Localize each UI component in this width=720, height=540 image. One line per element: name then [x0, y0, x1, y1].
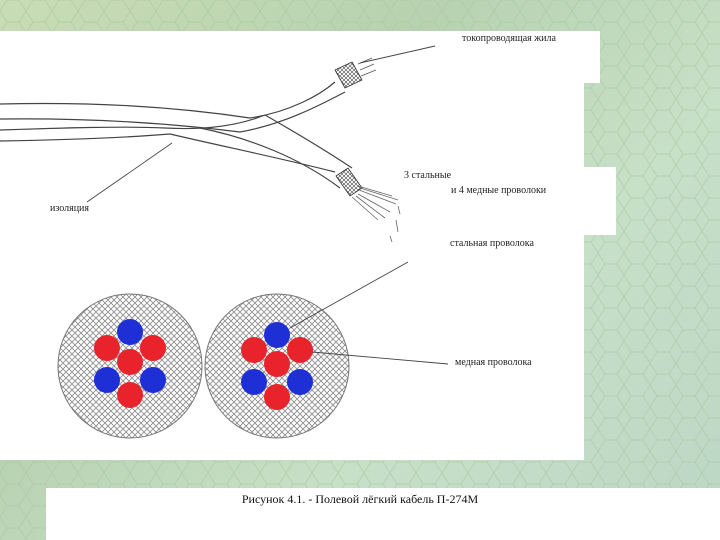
cross-section-left	[57, 293, 203, 439]
copper-wire-leader-line	[311, 351, 449, 365]
copper-wire	[140, 335, 166, 361]
copper-wire	[241, 337, 267, 363]
steel-wire	[117, 319, 143, 345]
label-wires-line2: и 4 медные проволоки	[451, 185, 547, 196]
figure-panel-wires-label	[400, 167, 616, 235]
steel-wire	[94, 367, 120, 393]
label-insulation: изоляция	[50, 203, 90, 214]
steel-wire	[264, 322, 290, 348]
cable-upper-strand	[0, 81, 346, 142]
label-wires-line1: 3 стальные	[404, 170, 452, 181]
label-copper-wire: медная проволока	[455, 357, 532, 368]
steel-wire-leader-line	[289, 261, 409, 329]
label-conductor-core: токопроводящая жила	[462, 33, 556, 44]
copper-wire	[264, 384, 290, 410]
copper-wire	[287, 337, 313, 363]
copper-wire	[94, 335, 120, 361]
copper-wire	[117, 382, 143, 408]
figure-caption: Рисунок 4.1. - Полевой лёгкий кабель П-2…	[241, 492, 479, 506]
cross-section-right	[204, 293, 350, 439]
steel-wire	[287, 369, 313, 395]
insulation-leader-line	[86, 142, 173, 203]
steel-wire	[140, 367, 166, 393]
figure-panel-top	[0, 31, 600, 83]
copper-wire	[264, 351, 290, 377]
label-steel-wire: стальная проволока	[450, 238, 534, 249]
conductor-end-lower	[335, 167, 401, 243]
conductor-end-upper	[334, 45, 436, 89]
cable-lower-strand	[169, 114, 353, 189]
steel-wire	[241, 369, 267, 395]
caption-panel	[46, 488, 720, 540]
copper-wire	[117, 349, 143, 375]
